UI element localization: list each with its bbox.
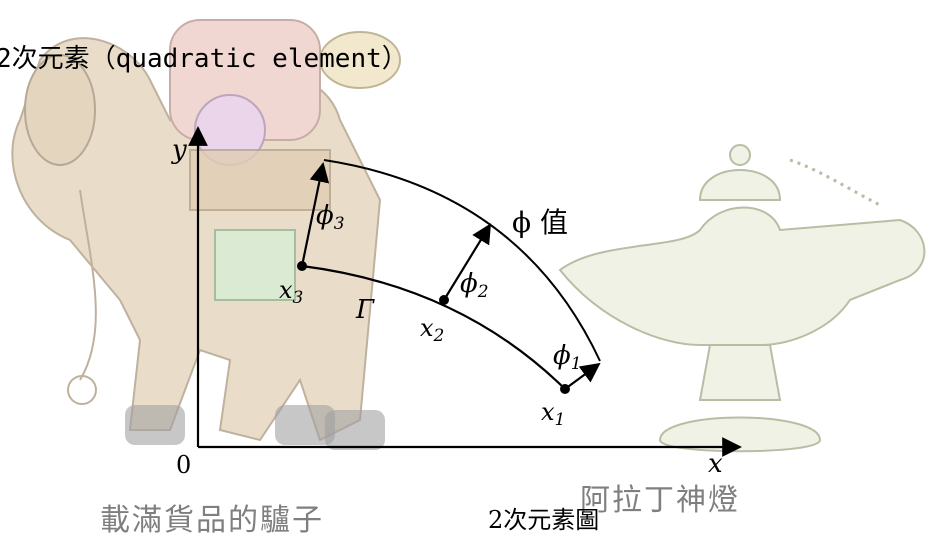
phi1-sub: 1 (571, 354, 582, 374)
node-x2 (439, 295, 449, 305)
diagram-title: 2次元素（quadratic element） (0, 44, 408, 74)
y-axis-label: y (171, 135, 187, 165)
node-x2-label: x2 (420, 314, 444, 346)
phi3-label: ϕ3 (316, 201, 345, 234)
phi1-label: ϕ1 (553, 341, 582, 374)
lamp-caption: 阿拉丁神燈 (580, 483, 740, 518)
donkey-illustration (11, 19, 401, 450)
node-x1 (560, 384, 570, 394)
node-x3 (297, 261, 307, 271)
node-x3-sub: 3 (293, 288, 304, 308)
phi2-sub: 2 (477, 282, 489, 302)
phi2-label: ϕ2 (460, 269, 489, 302)
node-x2-sub: 2 (433, 326, 445, 346)
node-x1-sub: 1 (555, 410, 566, 430)
phi1-arrow (564, 362, 601, 390)
lamp-illustration (558, 144, 926, 453)
phi3-arrow (300, 162, 330, 267)
phi-value-label: ϕ 值 (512, 206, 568, 239)
gamma-label: Γ (355, 295, 375, 325)
origin-label: 0 (176, 451, 191, 479)
phi2-arrow (443, 223, 492, 301)
figure-caption: 2次元素圖 (488, 506, 600, 534)
donkey-caption: 載滿貨品的驢子 (100, 503, 324, 538)
x-axis-label: x (708, 449, 723, 479)
node-x1-label: x1 (541, 398, 565, 430)
node-x3-label: x3 (279, 276, 303, 308)
phi3-sub: 3 (334, 214, 345, 234)
element-curve (301, 264, 566, 390)
